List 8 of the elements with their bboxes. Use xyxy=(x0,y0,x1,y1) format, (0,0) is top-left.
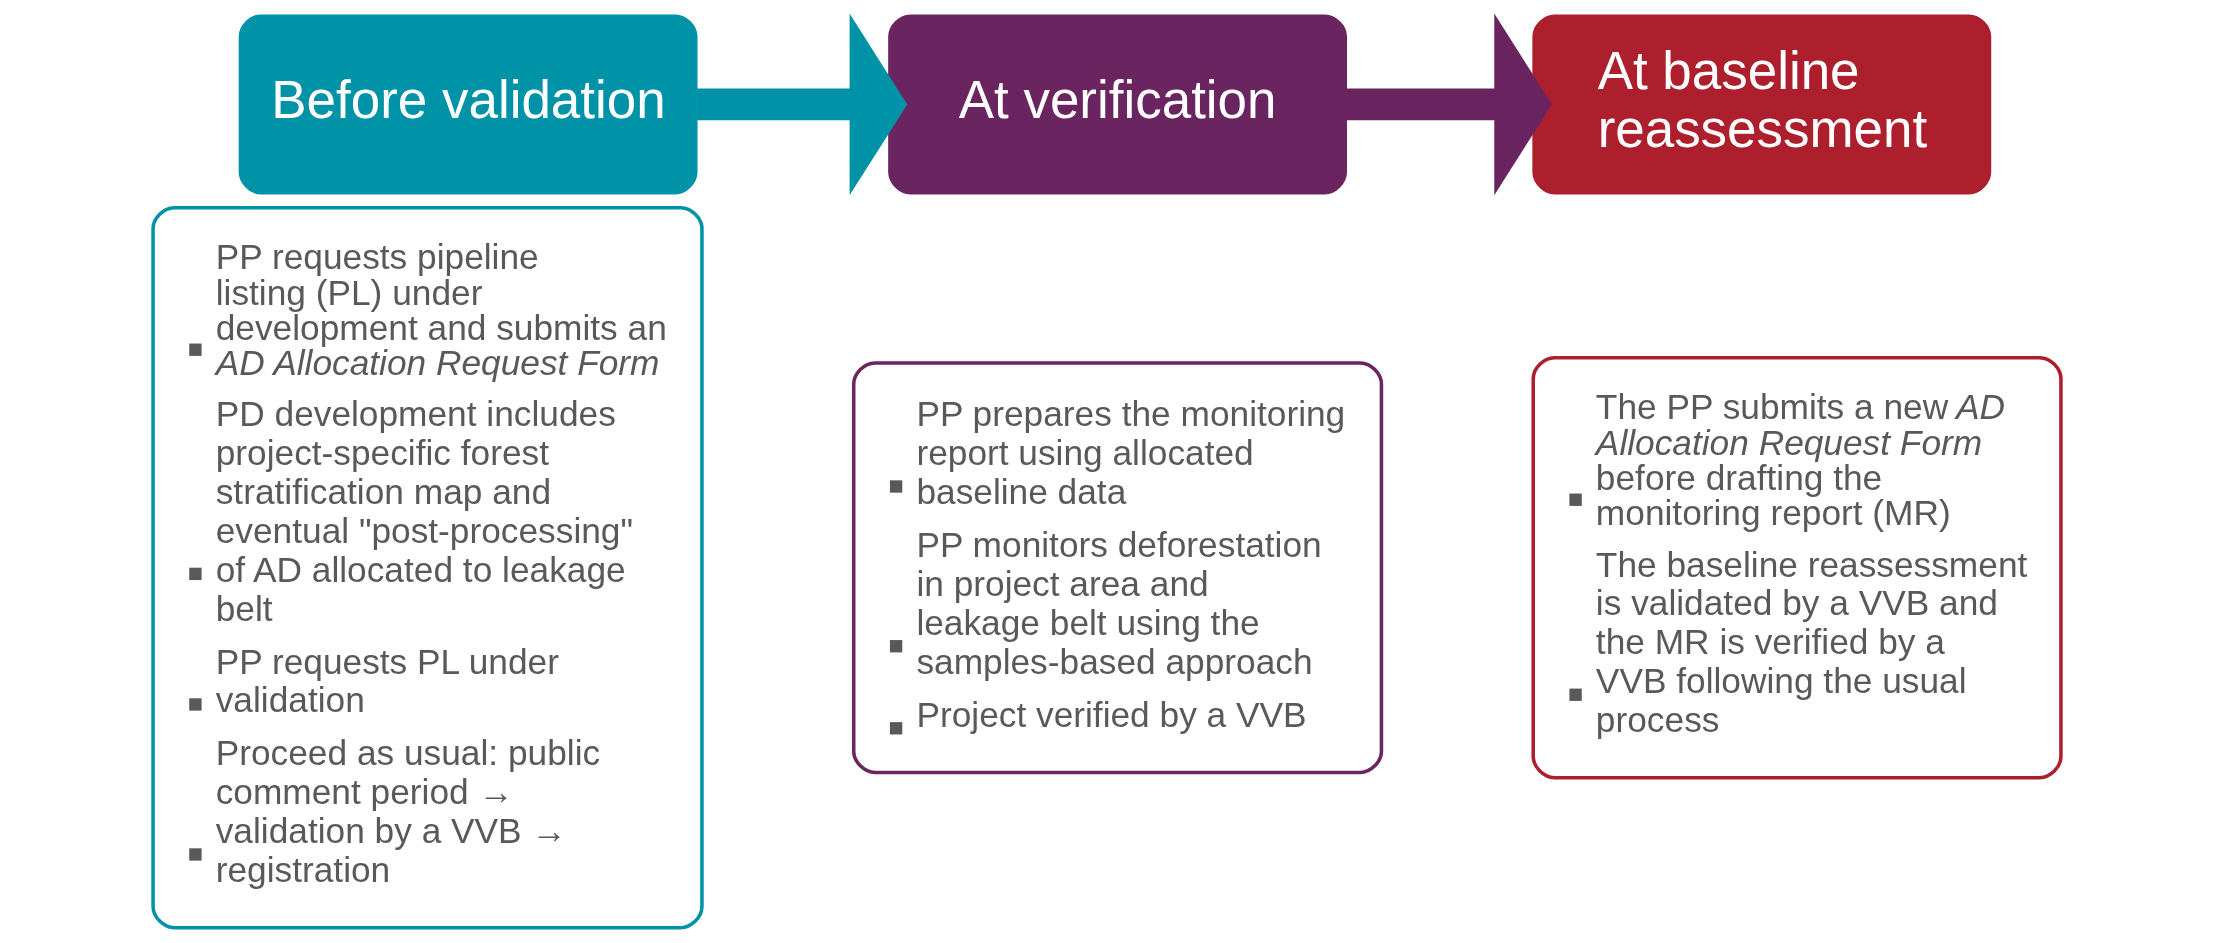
arrow xyxy=(1346,13,1552,196)
node-box: PP prepares the monitoring report using allocated baseline data PP monitors deforestation in project area and leakage belt using the samples-based approach Project verified by a VVB xyxy=(851,361,1383,775)
node-box: PP requests pipeline listing (PL) under development and submits an AD Allocation Request Form PD development includes project-specific forest stratification map and eventual "post-processing" of AD allocated to leakage belt PP requests PL under validation Proceed as usual: public comment period → validation by a VVB → registration xyxy=(150,205,704,930)
arrow xyxy=(696,13,907,196)
node-box: At verification xyxy=(887,14,1347,195)
node-box: At baseline reassessment xyxy=(1531,14,1991,195)
node-box: The PP submits a new AD Allocation Request Form before drafting the monitoring report (MR) The baseline reassessment is validated by a VVB and the MR is verified by a VVB following the usual process xyxy=(1530,355,2063,780)
node-box: Before validation xyxy=(238,14,698,195)
